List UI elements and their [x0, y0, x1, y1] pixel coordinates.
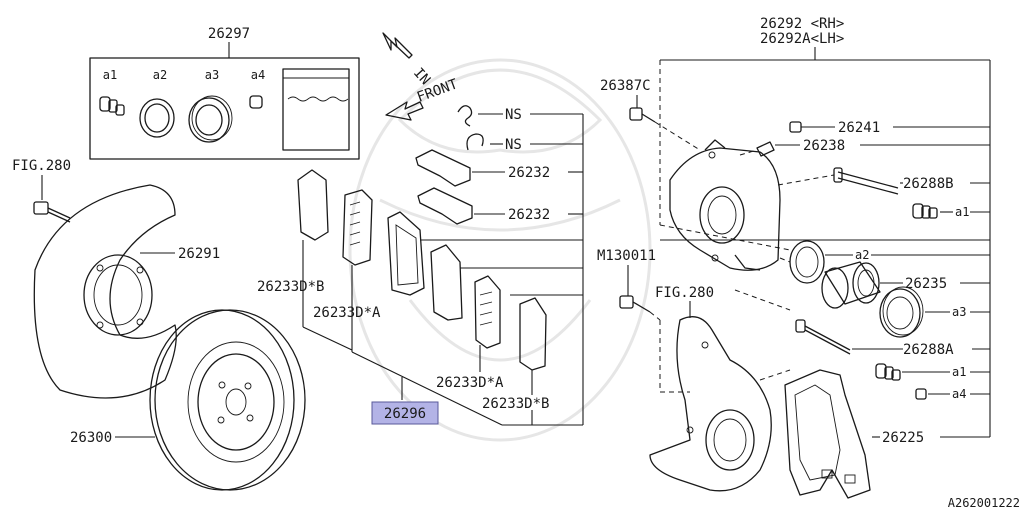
label-26238: 26238 — [803, 138, 845, 154]
label-ns-1: NS — [505, 107, 522, 123]
label-26232-2: 26232 — [508, 207, 550, 223]
pad-shim-right — [519, 297, 547, 371]
label-26233da-left: 26233D*A — [313, 305, 381, 321]
clip-26232-upper — [415, 149, 471, 187]
pin-boot-a1-lower-icon — [875, 363, 901, 381]
label-a4: a4 — [952, 387, 966, 401]
kit-label-a3: a3 — [205, 68, 219, 82]
label-26300: 26300 — [70, 430, 112, 446]
in-arrow-icon — [382, 32, 413, 59]
label-26232-1: 26232 — [508, 165, 550, 181]
pin-boot-a1-upper-icon — [912, 203, 938, 219]
bleeder-26387c: 26387C — [600, 60, 791, 251]
label-26296: 26296 — [384, 406, 426, 422]
caliper-small-parts: 26241 26238 — [739, 120, 990, 157]
kit-label-a2: a2 — [153, 68, 167, 82]
caliper-header: 26292 <RH> 26292A<LH> — [660, 16, 991, 437]
kit-boot-a1-icon — [99, 96, 125, 116]
label-26291: 26291 — [178, 246, 220, 262]
kit-26297: 26297 a1 a2 a3 a4 — [89, 26, 360, 160]
piston-26235-icon — [821, 261, 881, 309]
kit-grease-pack-icon — [282, 68, 350, 151]
dust-shield-26291: 26291 — [33, 184, 220, 399]
bleeder-26238-icon — [756, 141, 775, 157]
pad-shim-left — [297, 169, 329, 241]
fig280-bolt-left: FIG.280 — [12, 158, 71, 223]
label-26235: 26235 — [905, 276, 947, 292]
clip-26232-lower — [417, 187, 473, 225]
label-a1-upper: a1 — [955, 205, 969, 219]
pad-outer — [430, 244, 463, 321]
kit-label-a1: a1 — [103, 68, 117, 82]
label-caliper-rh: 26292 <RH> — [760, 16, 844, 32]
label-a2: a2 — [855, 248, 869, 262]
cap-a4-icon — [915, 388, 927, 400]
part-26296-highlight[interactable] — [371, 401, 439, 425]
label-m130011: M130011 — [597, 248, 656, 264]
pad-leaders: 26233D*B 26233D*A 26296 26233D*A 26233D*… — [257, 114, 584, 426]
brake-pads — [297, 169, 547, 371]
watermark-emblem — [348, 58, 652, 442]
pad-backing-left — [342, 189, 373, 266]
pad-inner — [387, 211, 425, 296]
boot-a3-icon — [879, 286, 924, 338]
label-26241: 26241 — [838, 120, 880, 136]
label-a3: a3 — [952, 305, 966, 319]
label-26297: 26297 — [208, 26, 250, 42]
label-26288b: 26288B — [903, 176, 954, 192]
diagram-id: A262001222 — [948, 496, 1020, 510]
label-fig280-left: FIG.280 — [12, 158, 71, 174]
label-26288a: 26288A — [903, 342, 954, 358]
direction-arrows: IN FRONT — [382, 32, 461, 121]
cap-26241-icon — [789, 121, 802, 133]
label-26233db-right: 26233D*B — [482, 396, 549, 412]
front-arrow-icon — [385, 101, 424, 121]
kit-label-a4: a4 — [251, 68, 265, 82]
caliper-support-26225: 26225 — [784, 369, 990, 499]
guide-pin-26288a: 26288A a1 a4 — [795, 319, 990, 401]
steering-knuckle: FIG.280 — [649, 285, 791, 492]
kit-cap-a4-icon — [249, 95, 263, 109]
bolt-m130011: M130011 — [597, 248, 661, 321]
kit-seal-a2-icon — [139, 98, 175, 138]
label-26233da-right: 26233D*A — [436, 375, 504, 391]
label-ns-2: NS — [505, 137, 522, 153]
label-a1-lower: a1 — [952, 365, 966, 379]
label-26225: 26225 — [882, 430, 924, 446]
label-caliper-lh: 26292A<LH> — [760, 31, 844, 47]
disc-rotor-26300: 26300 — [70, 309, 306, 491]
label-26233db-left: 26233D*B — [257, 279, 324, 295]
kit-boot-a3-icon — [188, 95, 233, 143]
guide-pin-26288b: 26288B a1 — [777, 167, 990, 219]
pad-backing-right — [474, 275, 501, 349]
caliper-body — [669, 139, 781, 271]
wear-sensor-and-clips: NS NS 26232 26232 — [415, 105, 583, 225]
label-26387c: 26387C — [600, 78, 651, 94]
piston-set: a2 26235 a3 — [660, 239, 990, 338]
label-fig280-mid: FIG.280 — [655, 285, 714, 301]
